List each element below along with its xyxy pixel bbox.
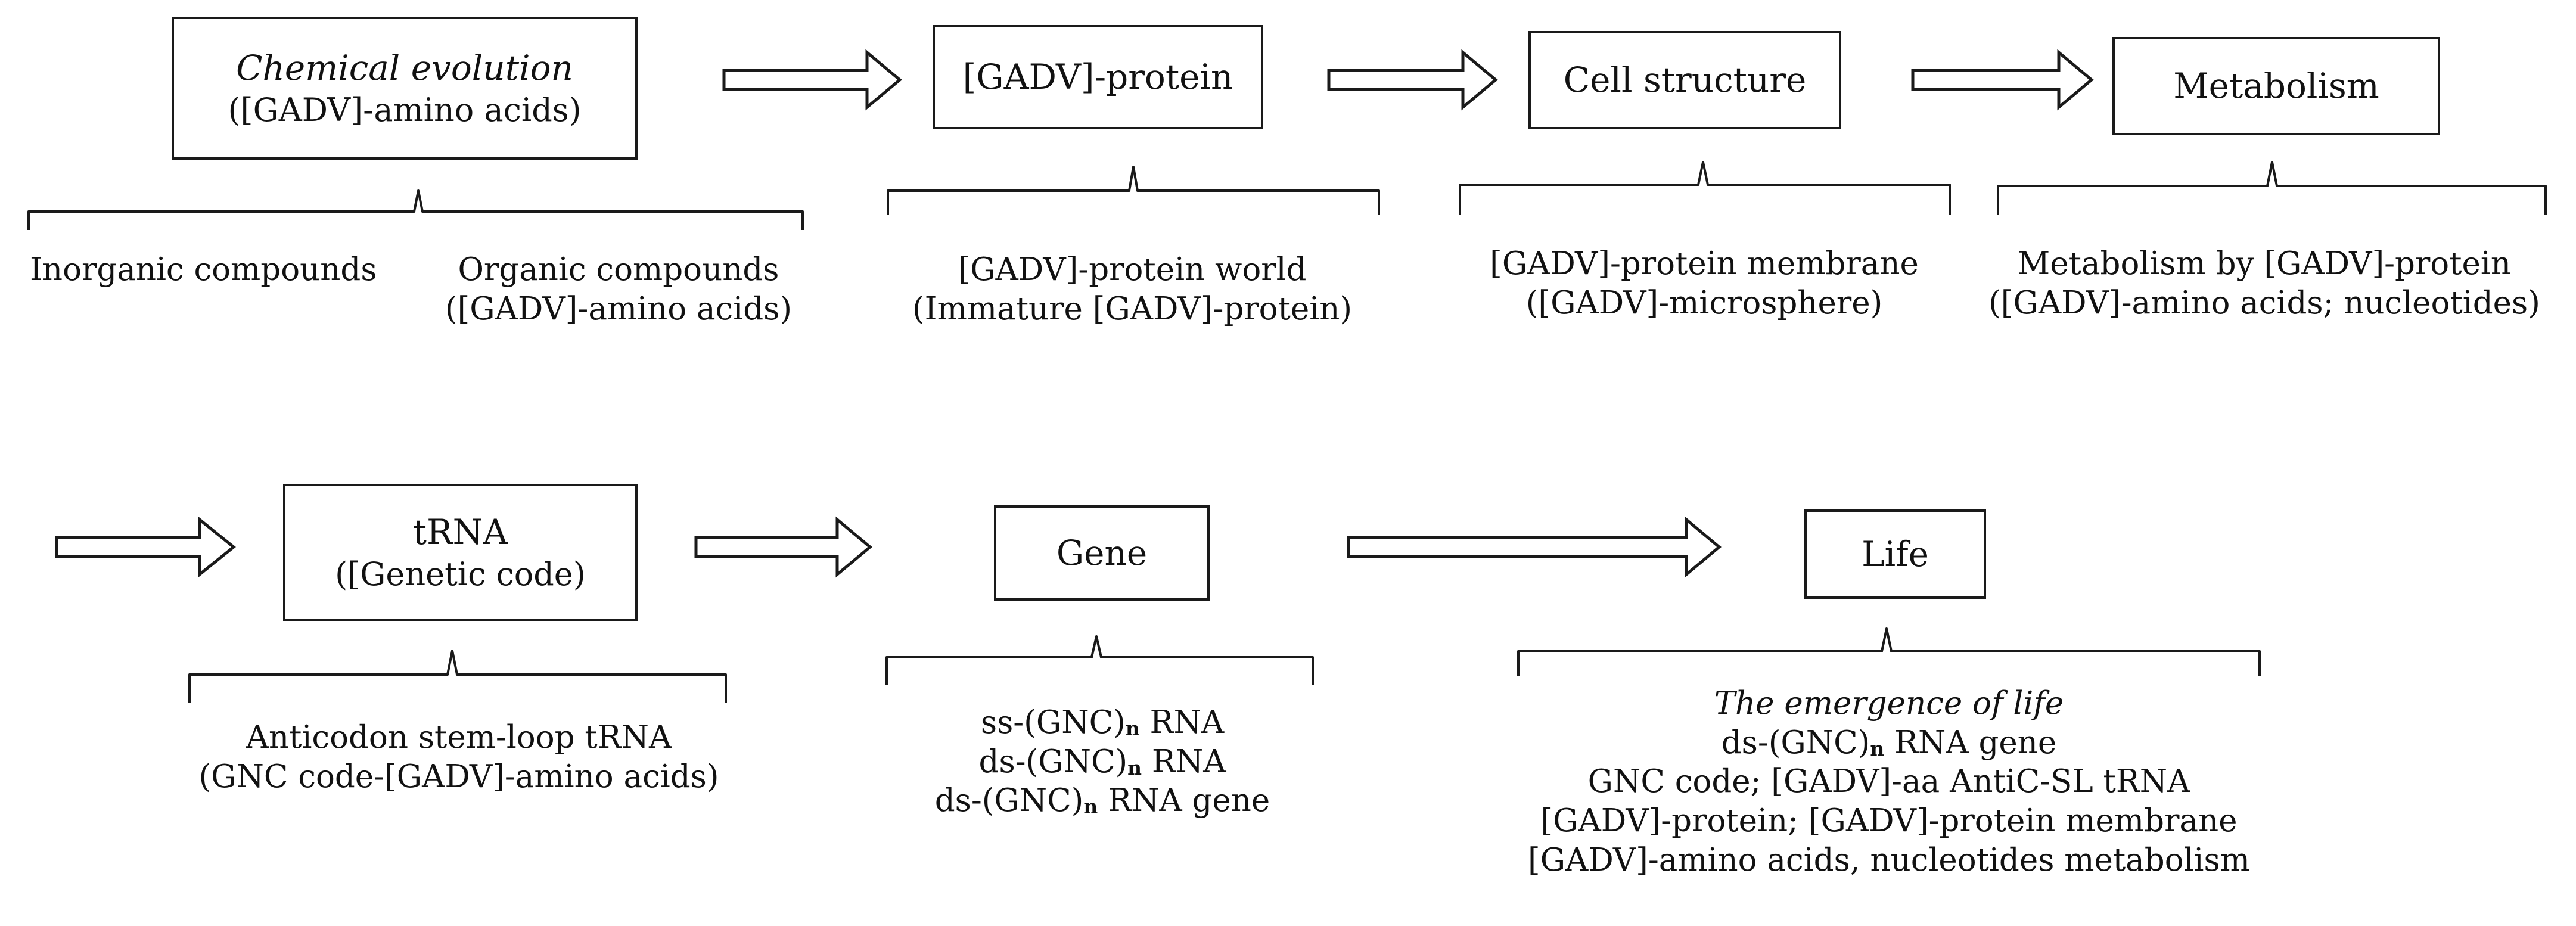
brace-metabolism	[1997, 161, 2547, 215]
chemical-evolution-title: Chemical evolution	[236, 48, 573, 88]
brace-chemical	[27, 189, 804, 230]
brace-protein	[887, 166, 1380, 215]
desc-organic-compounds: Organic compounds ([GADV]-amino acids)	[445, 251, 793, 327]
box-trna: tRNA ([Genetic code)	[283, 484, 638, 621]
box-gene: Gene	[994, 505, 1210, 601]
life-title: Life	[1862, 533, 1929, 574]
desc-protein-world: [GADV]-protein world (Immature [GADV]-pr…	[912, 251, 1352, 327]
gene-line-2: ds-(GNC)n RNA	[978, 743, 1226, 780]
box-metabolism: Metabolism	[2112, 37, 2440, 135]
arrow-trna-to-gene	[694, 516, 872, 578]
desc-gene: ss-(GNC)n RNA ds-(GNC)n RNA ds-(GNC)n RN…	[876, 703, 1329, 821]
gene-line-1: ss-(GNC)n RNA	[980, 704, 1225, 741]
desc-trna: Anticodon stem-loop tRNA (GNC code-[GADV…	[198, 719, 719, 795]
cell-structure-title: Cell structure	[1563, 60, 1807, 101]
brace-life	[1517, 627, 2261, 676]
gadv-protein-title: [GADV]-protein	[962, 57, 1233, 98]
box-gadv-protein: [GADV]-protein	[933, 25, 1263, 129]
arrow-protein-to-cell	[1327, 49, 1498, 111]
trna-subtitle: ([Genetic code)	[335, 555, 586, 593]
box-life: Life	[1804, 509, 1986, 599]
desc-protein-membrane: [GADV]-protein membrane ([GADV]-microsph…	[1490, 246, 1919, 321]
arrow-chemical-to-protein	[722, 49, 902, 111]
life-line-2: ds-(GNC)n RNA gene	[1721, 724, 2057, 761]
desc-inorganic-compounds: Inorganic compounds	[30, 251, 377, 288]
metabolism-title: Metabolism	[2173, 66, 2379, 107]
box-cell-structure: Cell structure	[1528, 31, 1841, 129]
brace-trna	[188, 650, 727, 703]
gene-title: Gene	[1056, 532, 1148, 573]
brace-gene	[885, 635, 1314, 685]
trna-title: tRNA	[412, 512, 508, 552]
arrow-into-trna	[55, 516, 236, 578]
arrow-cell-to-metabolism	[1911, 49, 2094, 111]
brace-cell	[1459, 161, 1951, 215]
chemical-evolution-subtitle: ([GADV]-amino acids)	[228, 91, 582, 129]
arrow-gene-to-life	[1347, 516, 1722, 578]
gene-line-3: ds-(GNC)n RNA gene	[934, 782, 1270, 819]
box-chemical-evolution: Chemical evolution ([GADV]-amino acids)	[172, 17, 638, 160]
desc-metabolism: Metabolism by [GADV]-protein ([GADV]-ami…	[1988, 246, 2540, 321]
desc-life: The emergence of life ds-(GNC)n RNA gene…	[1490, 684, 2288, 880]
